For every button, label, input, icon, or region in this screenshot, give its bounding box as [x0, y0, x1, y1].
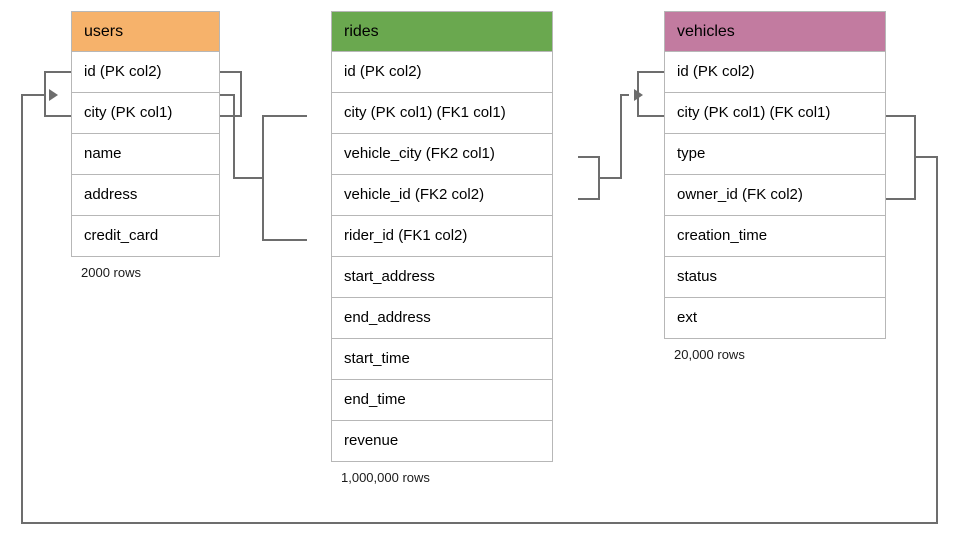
- entity-column-row[interactable]: address: [71, 175, 220, 216]
- entity-column-row[interactable]: start_time: [331, 339, 553, 380]
- relationship-arrowhead-rides-fk2-to-vehicles: [634, 89, 643, 101]
- entity-column-row[interactable]: owner_id (FK col2): [664, 175, 886, 216]
- entity-column-row[interactable]: rider_id (FK1 col2): [331, 216, 553, 257]
- entity-row-count-rides: 1,000,000 rows: [341, 470, 430, 485]
- entity-header-users: users: [71, 11, 220, 52]
- entity-column-row[interactable]: id (PK col2): [331, 52, 553, 93]
- relationship-target-bracket-vehicles-fk-to-users: [44, 71, 71, 117]
- entity-column-row[interactable]: status: [664, 257, 886, 298]
- entity-column-row[interactable]: credit_card: [71, 216, 220, 257]
- relationship-line-rides-fk2-to-vehicles: [578, 94, 629, 200]
- entity-column-row[interactable]: ext: [664, 298, 886, 339]
- entity-column-row[interactable]: city (PK col1) (FK1 col1): [331, 93, 553, 134]
- entity-row-count-vehicles: 20,000 rows: [674, 347, 745, 362]
- entity-column-row[interactable]: city (PK col1): [71, 93, 220, 134]
- entity-column-row[interactable]: vehicle_id (FK2 col2): [331, 175, 553, 216]
- entity-header-vehicles: vehicles: [664, 11, 886, 52]
- entity-column-row[interactable]: city (PK col1) (FK col1): [664, 93, 886, 134]
- entity-column-row[interactable]: start_address: [331, 257, 553, 298]
- entity-column-row[interactable]: type: [664, 134, 886, 175]
- relationship-target-bracket-rides-fk1-to-users: [220, 71, 242, 117]
- entity-row-count-users: 2000 rows: [81, 265, 141, 280]
- entity-column-row[interactable]: end_time: [331, 380, 553, 421]
- entity-column-row[interactable]: end_address: [331, 298, 553, 339]
- entity-column-row[interactable]: revenue: [331, 421, 553, 462]
- relationship-arrowhead-vehicles-fk-to-users: [49, 89, 58, 101]
- entity-column-row[interactable]: id (PK col2): [71, 52, 220, 93]
- entity-column-row[interactable]: name: [71, 134, 220, 175]
- entity-header-rides: rides: [331, 11, 553, 52]
- entity-column-row[interactable]: vehicle_city (FK2 col1): [331, 134, 553, 175]
- relationship-target-bracket-rides-fk2-to-vehicles: [637, 71, 664, 117]
- entity-column-row[interactable]: creation_time: [664, 216, 886, 257]
- entity-column-row[interactable]: id (PK col2): [664, 52, 886, 93]
